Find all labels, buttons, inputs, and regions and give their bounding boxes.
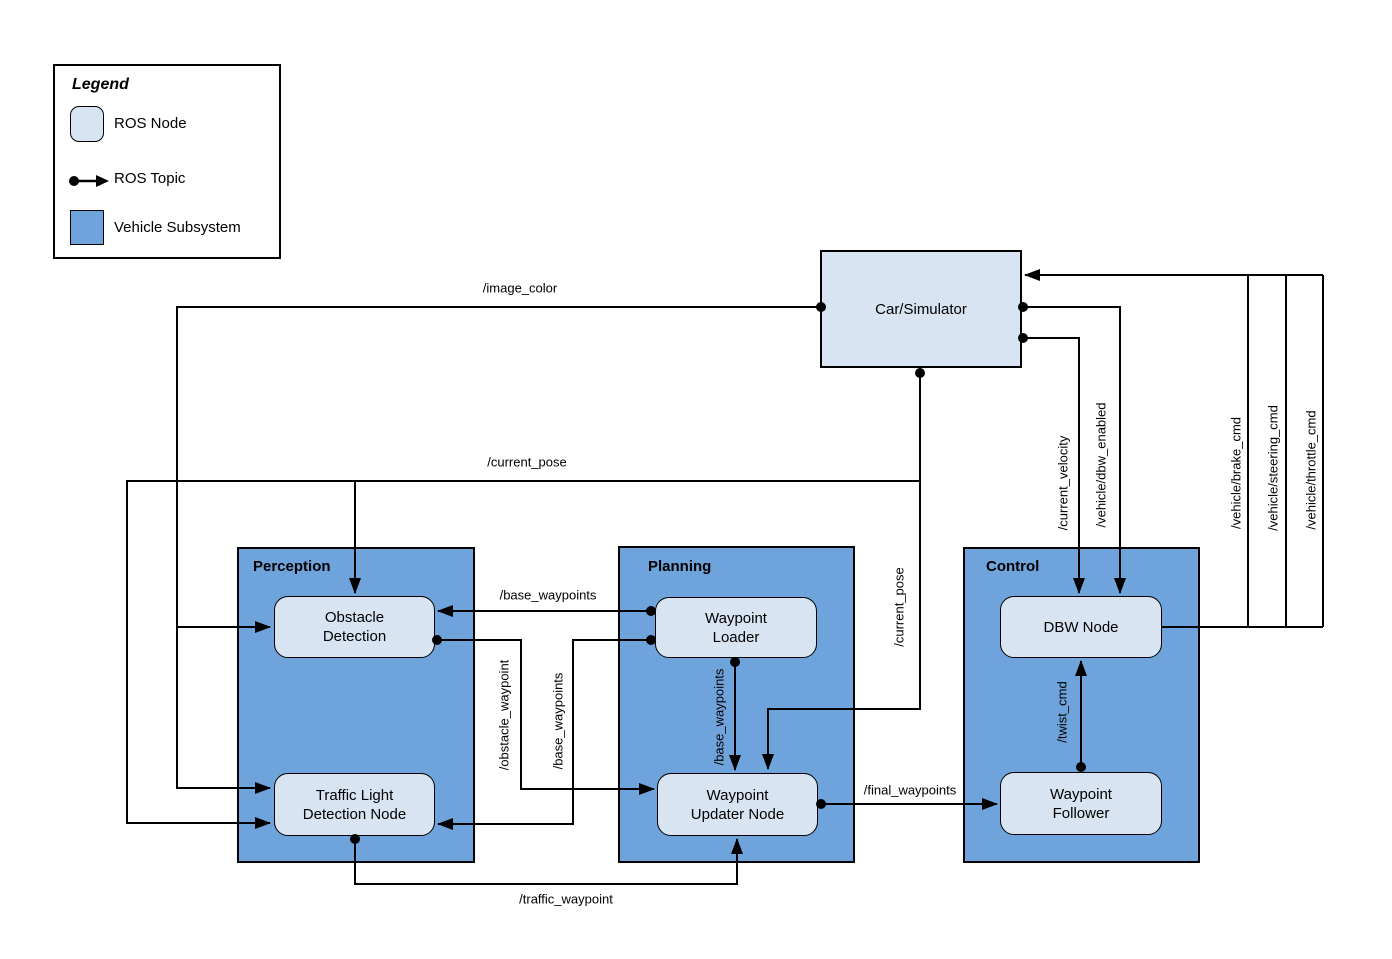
node-dbw: DBW Node bbox=[1000, 596, 1162, 658]
topic-label-traffic-waypoint: /traffic_waypoint bbox=[519, 891, 613, 907]
topic-label-throttle-cmd: /vehicle/throttle_cmd bbox=[1303, 410, 1319, 530]
legend-item-vehicle-subsystem: Vehicle Subsystem bbox=[114, 219, 241, 236]
topic-label-final-waypoints: /final_waypoints bbox=[863, 782, 957, 798]
junction-dot bbox=[432, 635, 442, 645]
subsystem-control-title: Control bbox=[986, 558, 1040, 575]
subsystem-perception-title: Perception bbox=[253, 558, 331, 575]
topic-label-base-waypoints-2: /base_waypoints bbox=[550, 672, 566, 770]
wire-current-pose-to-updater bbox=[762, 373, 921, 770]
wire-current-velocity bbox=[1023, 337, 1085, 594]
junction-dot bbox=[816, 799, 826, 809]
wire-dbw-enabled bbox=[1023, 306, 1126, 594]
topic-label-steering-cmd: /vehicle/steering_cmd bbox=[1265, 405, 1281, 531]
junction-dot bbox=[1018, 333, 1028, 343]
topic-label-dbw-enabled: /vehicle/dbw_enabled bbox=[1093, 402, 1109, 528]
topic-label-base-waypoints: /base_waypoints bbox=[499, 587, 597, 603]
topic-label-obstacle-waypoint: /obstacle_waypoint bbox=[496, 659, 512, 771]
wire-image-color bbox=[176, 306, 821, 794]
legend-title: Legend bbox=[72, 76, 129, 93]
junction-dot bbox=[730, 657, 740, 667]
node-waypoint-updater: Waypoint Updater Node bbox=[657, 773, 818, 836]
junction-dot bbox=[816, 302, 826, 312]
subsystem-planning-title: Planning bbox=[648, 558, 712, 575]
topic-label-base-waypoints-3: /base_waypoints bbox=[711, 668, 727, 766]
junction-dot bbox=[915, 368, 925, 378]
junction-dot bbox=[350, 834, 360, 844]
node-traffic-light-detection: Traffic Light Detection Node bbox=[274, 773, 435, 836]
topic-label-image-color: /image_color bbox=[482, 280, 558, 296]
legend-item-ros-topic: ROS Topic bbox=[114, 170, 186, 187]
node-obstacle-detection: Obstacle Detection bbox=[274, 596, 435, 658]
legend-item-ros-node: ROS Node bbox=[114, 115, 187, 132]
junction-dot bbox=[646, 606, 656, 616]
topic-label-brake-cmd: /vehicle/brake_cmd bbox=[1228, 417, 1244, 529]
vehicle-subsystem-swatch bbox=[70, 210, 104, 245]
topic-label-current-pose-2: /current_pose bbox=[891, 567, 907, 647]
topic-label-current-pose: /current_pose bbox=[487, 454, 567, 470]
ros-node-swatch bbox=[70, 106, 104, 142]
wire-base-waypoints-to-tld bbox=[437, 639, 651, 830]
ros-topic-arrow-icon bbox=[69, 175, 109, 187]
junction-dot bbox=[1018, 302, 1028, 312]
topic-label-current-velocity: /current_velocity bbox=[1055, 435, 1071, 531]
wire-traffic-waypoint bbox=[354, 838, 743, 885]
junction-dot bbox=[646, 635, 656, 645]
legend: Legend ROS Node ROS Topic Vehicle Subsys… bbox=[53, 64, 281, 259]
wire-current-pose-to-tld bbox=[126, 480, 920, 829]
node-waypoint-loader: Waypoint Loader bbox=[655, 597, 817, 658]
topic-label-twist-cmd: /twist_cmd bbox=[1054, 681, 1070, 743]
junction-dot bbox=[1076, 762, 1086, 772]
node-car-simulator: Car/Simulator bbox=[820, 250, 1022, 368]
node-waypoint-follower: Waypoint Follower bbox=[1000, 772, 1162, 835]
wire-obstacle-waypoint bbox=[437, 639, 655, 795]
